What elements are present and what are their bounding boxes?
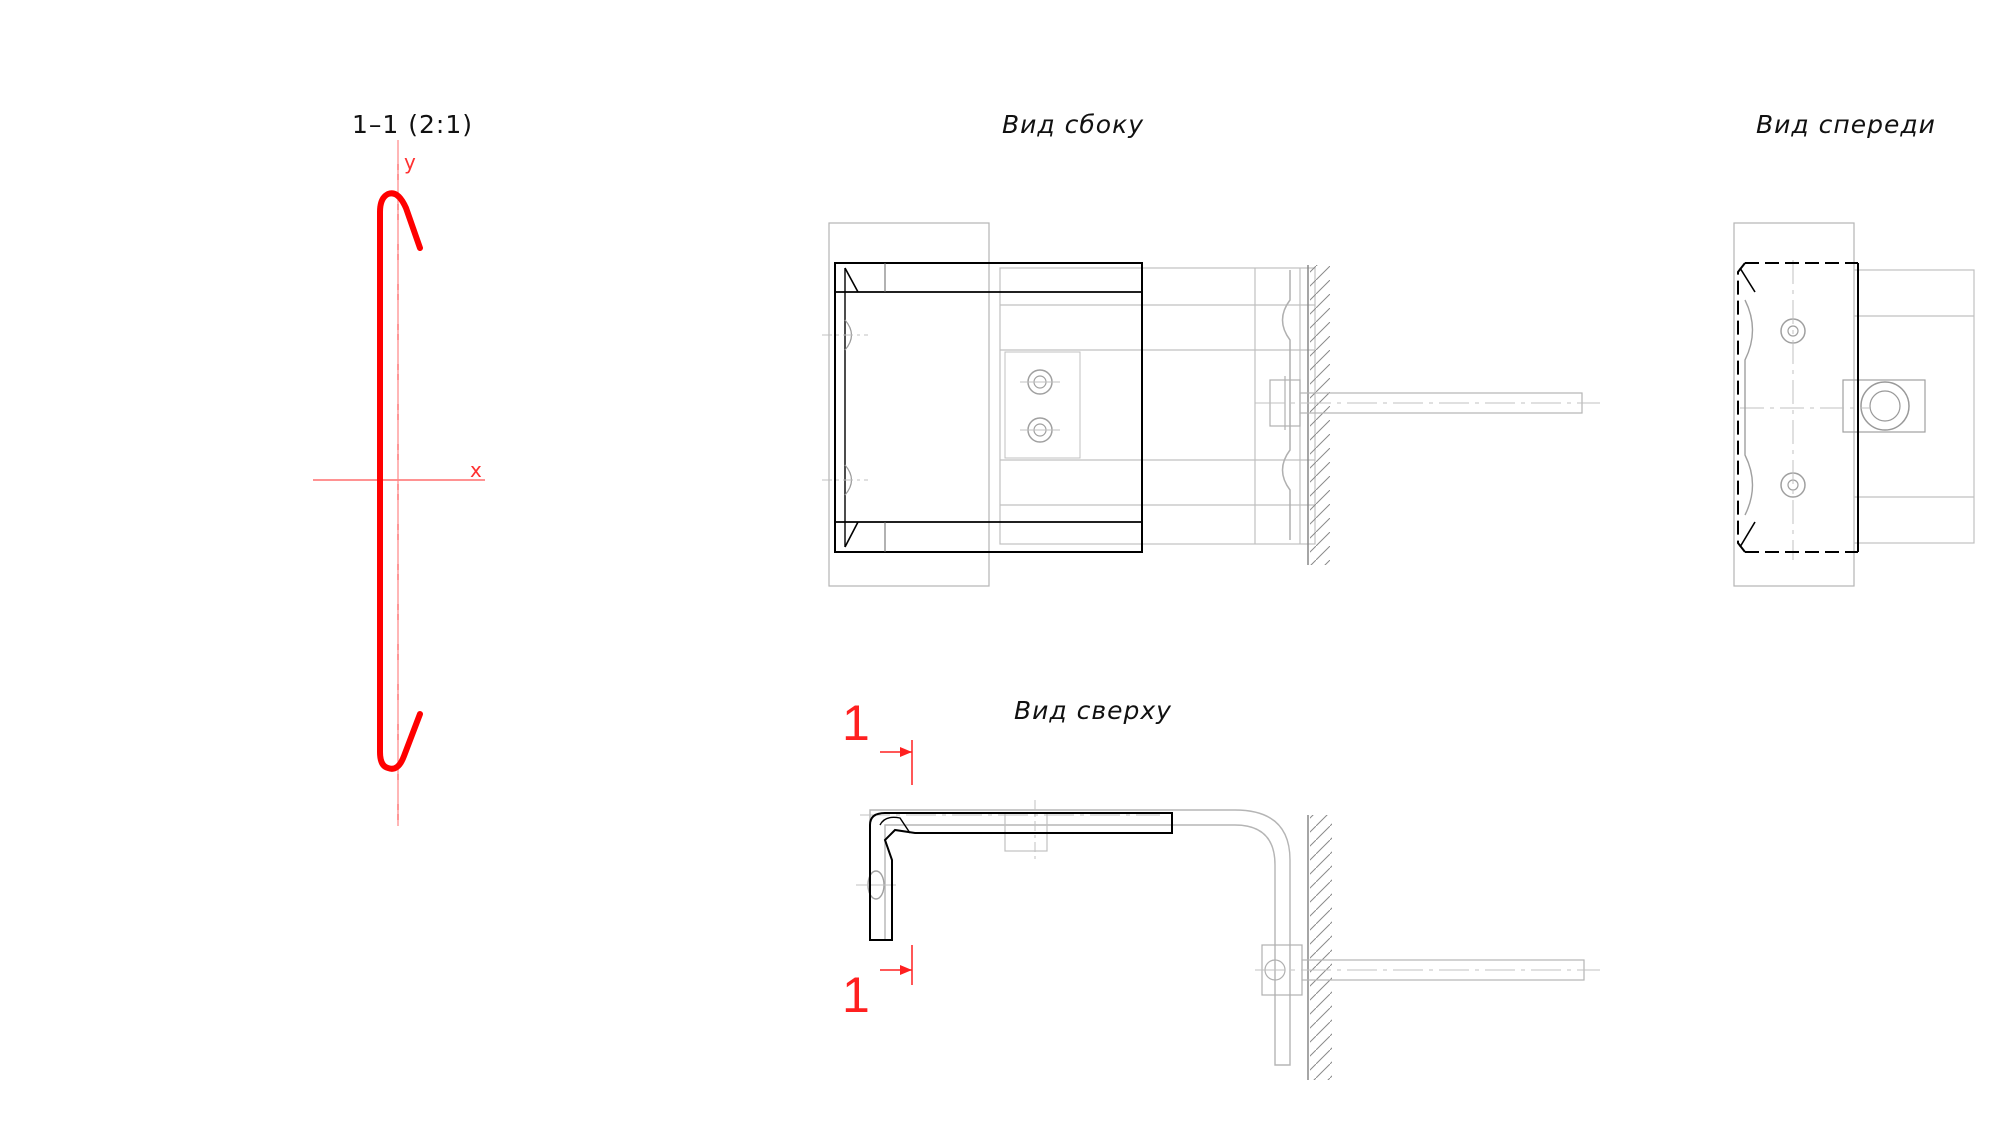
side-wall-hatch [1310,265,1330,565]
front-main-profile [1737,262,1858,553]
section-axis-y-label: y [404,150,417,174]
top-wall-hatch [1310,815,1332,1080]
side-view-title: Вид сбоку [1002,110,1144,139]
top-view [856,740,1600,1080]
front-bg-plate [1733,222,1855,587]
front-bg-rail [1853,269,1975,544]
section-axis-x-label: x [470,458,483,482]
front-nut-box [1842,379,1926,433]
section-1-1 [313,140,485,826]
side-view [822,222,1600,587]
section-title: 1–1 (2:1) [352,110,473,139]
top-bg-bracket [869,809,1291,1066]
front-view-title: Вид спереди [1756,110,1936,139]
cut-label-bottom: 1 [842,967,871,1023]
front-nut [1860,381,1910,431]
side-wave-profile [1281,270,1291,540]
top-view-title: Вид сверху [1014,696,1172,725]
cut-label-top: 1 [842,695,871,751]
cut-mark-bottom [880,945,913,985]
side-bg-plate [828,222,990,587]
top-main-bracket [869,812,1173,941]
cut-mark-top [880,740,913,785]
section-profile [377,190,423,772]
front-view [1733,222,1975,587]
side-bg-bracket [999,267,1316,545]
